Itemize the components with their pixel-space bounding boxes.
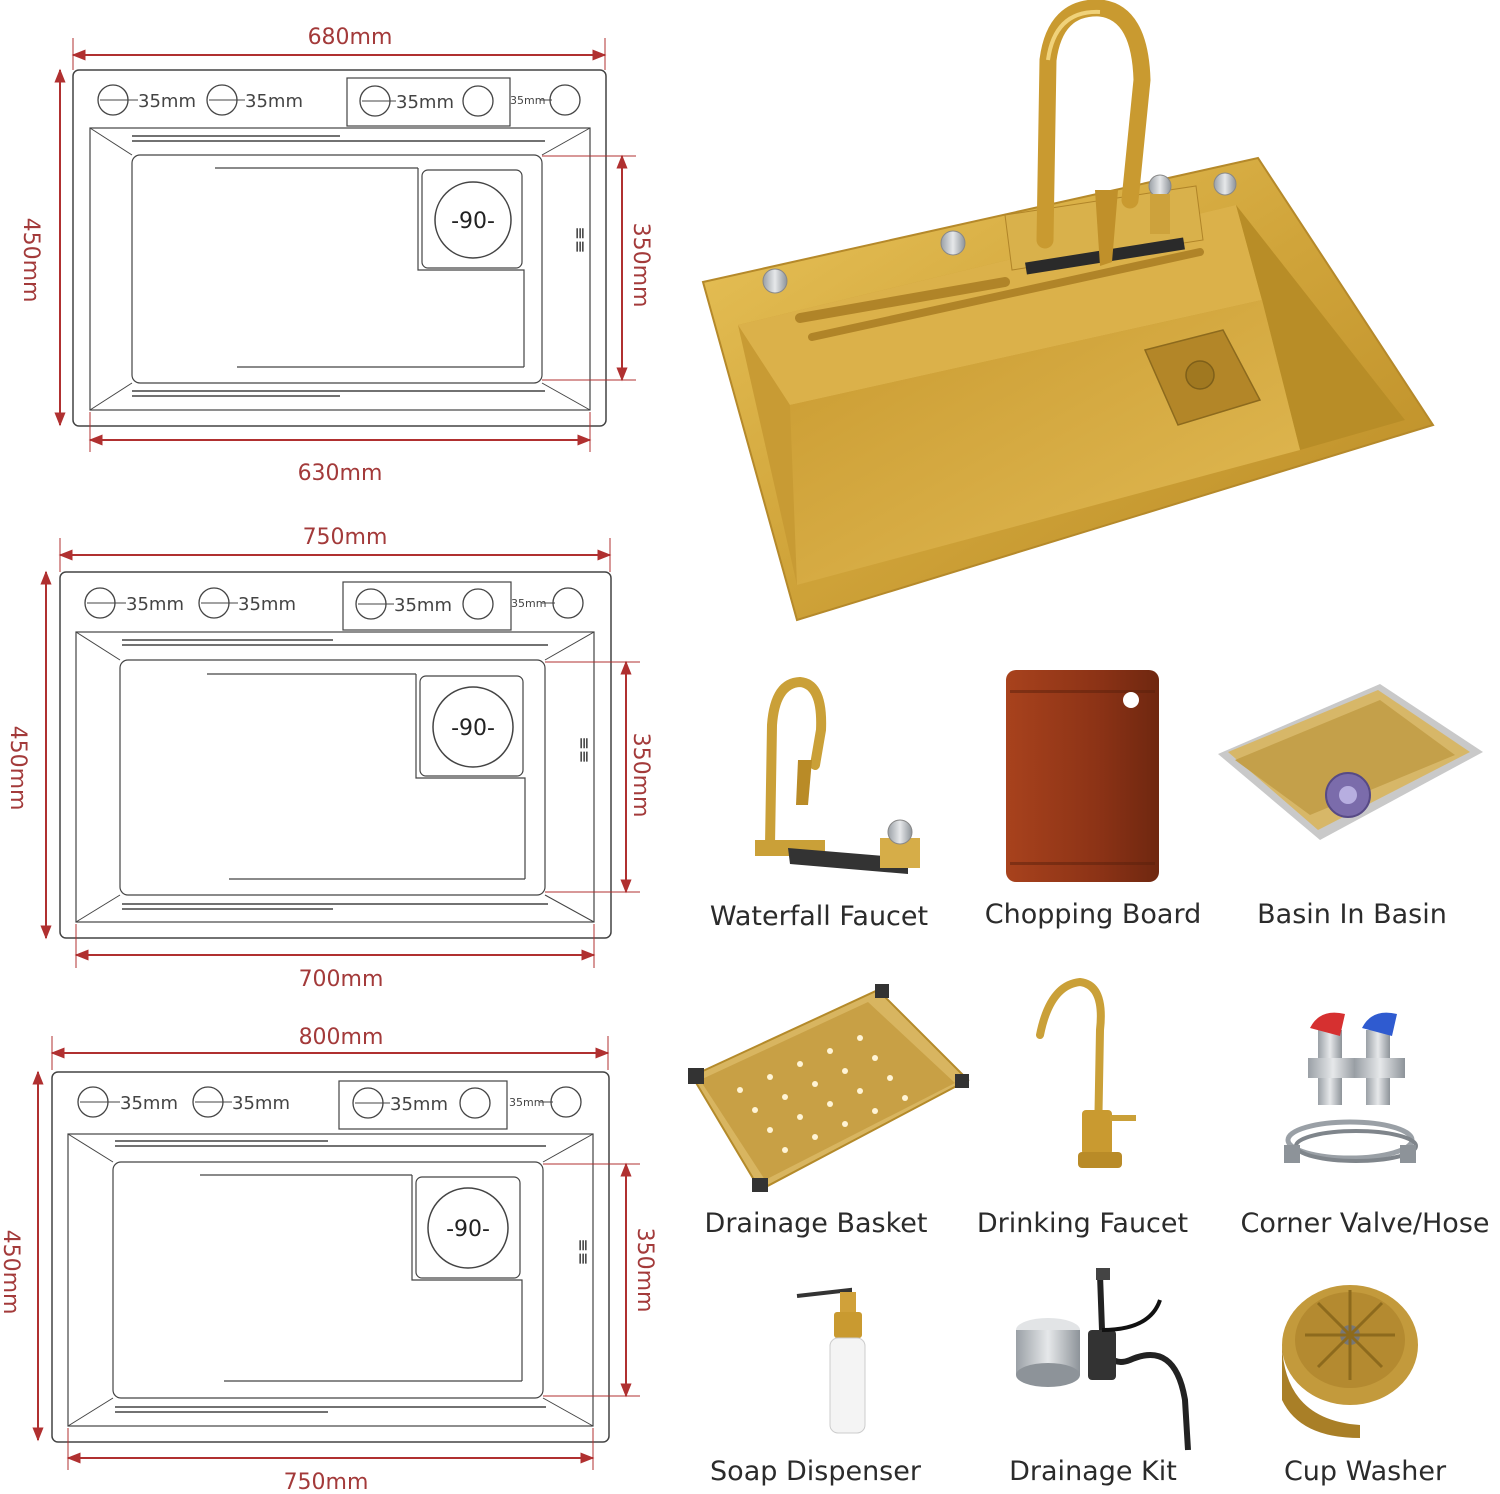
svg-text:≡≡: ≡≡ (575, 737, 594, 764)
caption-cup-washer: Cup Washer (1283, 1456, 1447, 1487)
drain-label: -90- (446, 1217, 490, 1242)
waterfall-faucet-icon (755, 676, 920, 874)
gold-sink-photo (701, 0, 1435, 622)
tap-hole-2: 35mm (198, 587, 296, 619)
pull-out-faucet-icon (1036, 0, 1172, 266)
height-label: 450mm (18, 218, 43, 303)
height-label: 450mm (5, 726, 30, 811)
cup-washer-icon (1282, 1285, 1418, 1438)
drain-circle (432, 686, 514, 768)
inner-height-label: 350mm (628, 223, 653, 308)
soap-dispenser-icon (796, 1287, 866, 1434)
svg-text:35mm: 35mm (509, 1096, 544, 1109)
svg-text:≡≡: ≡≡ (574, 1239, 593, 1266)
svg-text:35mm: 35mm (120, 1093, 178, 1114)
svg-text:35mm: 35mm (394, 595, 452, 616)
drainage-basket-icon (688, 984, 970, 1192)
basin-outline (119, 659, 546, 896)
drain-strainer-icon (1143, 329, 1262, 426)
tap-hole-2: 35mm (206, 84, 303, 116)
caption-drinking-faucet: Drinking Faucet (976, 1208, 1189, 1239)
tap-hole-1: 35mm (77, 1086, 178, 1118)
bottom-width-label: 750mm (284, 1470, 369, 1494)
svg-text:35mm: 35mm (126, 594, 184, 615)
tap-hole-4: 35mm (510, 84, 581, 116)
height-label: 450mm (0, 1230, 23, 1315)
tap-hole-4: 35mm (509, 1086, 582, 1118)
top-width-label: 680mm (308, 25, 393, 50)
svg-text:35mm: 35mm (510, 94, 545, 107)
tap-hole-2: 35mm (192, 1086, 290, 1118)
caption-soap-dispenser: Soap Dispenser (710, 1456, 921, 1487)
caption-basin-in-basin: Basin In Basin (1257, 899, 1447, 930)
tap-hole-3: 35mm (355, 588, 494, 620)
chopping-board-icon (1006, 670, 1159, 882)
tap-hole-1: 35mm (84, 587, 184, 619)
svg-text:35mm: 35mm (232, 1093, 290, 1114)
bottom-width-label: 630mm (298, 461, 383, 486)
drinking-faucet-icon (1036, 977, 1136, 1168)
svg-text:35mm: 35mm (138, 91, 196, 112)
svg-text:35mm: 35mm (511, 597, 546, 610)
inner-height-label: 350mm (632, 1228, 657, 1313)
top-width-label: 750mm (303, 525, 388, 550)
tap-hole-3: 35mm (359, 85, 494, 117)
drainage-kit-icon (1016, 1268, 1191, 1451)
caption-drainage-basket: Drainage Basket (704, 1208, 928, 1239)
svg-text:≡≡: ≡≡ (571, 227, 590, 254)
tap-hole-3: 35mm (352, 1087, 491, 1119)
sink-outline (51, 1071, 610, 1443)
svg-text:35mm: 35mm (390, 1094, 448, 1115)
basin-outline (112, 1161, 544, 1399)
basin-outline (131, 154, 543, 384)
inner-height-label: 350mm (628, 733, 653, 818)
tap-hole-1: 35mm (97, 84, 196, 116)
sink-drawing-750: 750mm 450mm -90- ≡≡ 35mm 35mm (5, 525, 653, 992)
sink-outline (72, 69, 607, 427)
tap-hole-4: 35mm (511, 587, 584, 619)
sink-drawing-680: 680mm 450mm -90- ≡≡ 35mm 35mm (18, 25, 653, 486)
caption-corner-valve-hose: Corner Valve/Hose (1240, 1208, 1490, 1239)
sink-outline (59, 571, 612, 939)
corner-valve-hose-icon (1284, 1012, 1418, 1163)
svg-text:35mm: 35mm (396, 92, 454, 113)
top-width-label: 800mm (299, 1025, 384, 1050)
sink-drawing-800: 800mm 450mm -90- ≡≡ 35mm 35mm (0, 1025, 657, 1494)
caption-drainage-kit: Drainage Kit (1009, 1456, 1177, 1487)
drain-circle (427, 1187, 509, 1269)
svg-text:35mm: 35mm (238, 594, 296, 615)
basin-in-basin-icon (1218, 684, 1483, 840)
caption-waterfall-faucet: Waterfall Faucet (709, 901, 929, 932)
bottom-width-label: 700mm (299, 967, 384, 992)
drain-label: -90- (451, 209, 495, 234)
drain-label: -90- (451, 716, 495, 741)
svg-text:35mm: 35mm (245, 91, 303, 112)
caption-chopping-board: Chopping Board (984, 899, 1202, 930)
drain-circle (434, 181, 512, 259)
